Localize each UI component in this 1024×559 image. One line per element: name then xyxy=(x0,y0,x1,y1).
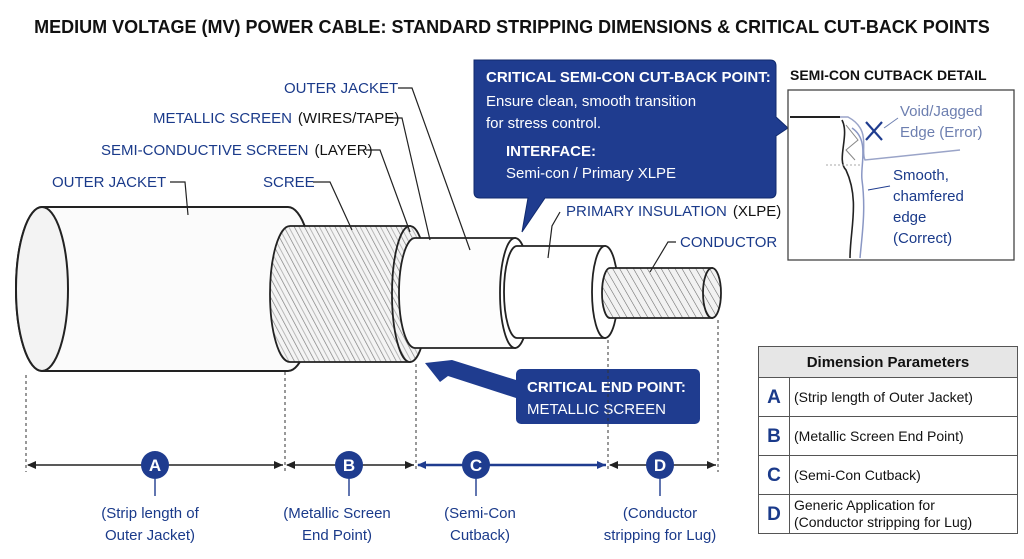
callout-interface-heading: INTERFACE: xyxy=(506,143,596,160)
detail-correct-line4: (Correct) xyxy=(893,230,952,247)
dimension-a: A (Strip length of Outer Jacket) xyxy=(101,451,200,544)
table-header-row: Dimension Parameters xyxy=(758,346,1018,378)
dimension-b-letter: B xyxy=(343,456,355,475)
dimension-b: B (Metallic Screen End Point) xyxy=(283,451,391,544)
table-row: D Generic Application for(Conductor stri… xyxy=(758,494,1018,534)
table-key: B xyxy=(758,416,790,456)
label-scree: SCREE xyxy=(263,174,315,191)
detail-correct-line3: edge xyxy=(893,209,926,226)
table-row: C (Semi-Con Cutback) xyxy=(758,455,1018,495)
table-row: B (Metallic Screen End Point) xyxy=(758,416,1018,456)
dimension-c-desc2: Cutback) xyxy=(450,527,510,544)
table-desc-line2: (Conductor stripping for Lug) xyxy=(794,514,973,530)
table-key: A xyxy=(758,377,790,417)
page-title: MEDIUM VOLTAGE (MV) POWER CABLE: STANDAR… xyxy=(34,17,990,37)
dimension-b-desc2: End Point) xyxy=(302,527,372,544)
callout-semicon-cutback: CRITICAL SEMI-CON CUT-BACK POINT: Ensure… xyxy=(473,59,789,233)
detail-title: SEMI-CON CUTBACK DETAIL xyxy=(790,67,987,83)
callout-semicon-heading: CRITICAL SEMI-CON CUT-BACK POINT: xyxy=(486,69,771,86)
dimension-a-desc2: Outer Jacket) xyxy=(105,527,195,544)
table-key: D xyxy=(758,494,790,534)
label-outer-jacket-top: OUTER JACKET xyxy=(284,80,398,97)
callout-semicon-line1: Ensure clean, smooth transition xyxy=(486,93,696,110)
detail-error-line2: Edge (Error) xyxy=(900,124,983,141)
primary-insulation xyxy=(503,245,606,339)
detail-error-line1: Void/Jagged xyxy=(900,103,983,120)
table-desc: (Strip length of Outer Jacket) xyxy=(789,377,1018,417)
detail-correct-line1: Smooth, xyxy=(893,167,949,184)
table-desc: (Semi-Con Cutback) xyxy=(789,455,1018,495)
dimension-d-desc1: (Conductor xyxy=(623,505,697,522)
leader-lines xyxy=(170,87,676,273)
callout-end-text: METALLIC SCREEN xyxy=(527,401,666,418)
table-key: C xyxy=(758,455,790,495)
dimension-c: C (Semi-Con Cutback) xyxy=(444,451,516,544)
dimension-a-desc1: (Strip length of xyxy=(101,505,199,522)
label-primary-insulation: PRIMARY INSULATION(XLPE) xyxy=(566,203,781,220)
callout-end-heading: CRITICAL END POINT: xyxy=(527,379,686,396)
semi-conductive-screen xyxy=(398,237,516,349)
table-desc: Generic Application for(Conductor stripp… xyxy=(789,494,1018,534)
outer-jacket-end xyxy=(15,206,69,372)
dimension-a-letter: A xyxy=(149,456,161,475)
detail-frame xyxy=(787,89,1015,261)
table-desc: (Metallic Screen End Point) xyxy=(789,416,1018,456)
callout-interface-text: Semi-con / Primary XLPE xyxy=(506,165,676,182)
dimension-parameters-table: Dimension Parameters A (Strip length of … xyxy=(758,346,1018,534)
label-outer-jacket-left: OUTER JACKET xyxy=(52,174,166,191)
dimension-c-letter: C xyxy=(470,456,482,475)
conductor xyxy=(601,267,713,319)
table-row: A (Strip length of Outer Jacket) xyxy=(758,377,1018,417)
dimension-c-desc1: (Semi-Con xyxy=(444,505,516,522)
label-semi-conductive-screen: SEMI-CONDUCTIVE SCREEN(LAYER) xyxy=(101,142,373,159)
dimension-d: D (Conductor stripping for Lug) xyxy=(604,451,717,544)
table-header: Dimension Parameters xyxy=(758,346,1018,378)
detail-correct-line2: chamfered xyxy=(893,188,964,205)
dimension-guides xyxy=(25,320,719,472)
dimension-d-letter: D xyxy=(654,456,666,475)
label-metallic-screen: METALLIC SCREEN(WIRES/TAPE) xyxy=(153,110,399,127)
table-desc-line1: Generic Application for xyxy=(794,497,935,513)
semi-con-detail: SEMI-CON CUTBACK DETAIL Void/Jagged Edge… xyxy=(787,67,1015,261)
metallic-screen xyxy=(269,225,411,363)
callout-end-point: CRITICAL END POINT: METALLIC SCREEN xyxy=(425,360,700,424)
conductor-face xyxy=(702,267,722,319)
dimension-b-desc1: (Metallic Screen xyxy=(283,505,391,522)
label-conductor: CONDUCTOR xyxy=(680,234,777,251)
dimension-d-desc2: stripping for Lug) xyxy=(604,527,717,544)
callout-semicon-line2: for stress control. xyxy=(486,115,601,132)
cable-illustration xyxy=(15,206,722,372)
